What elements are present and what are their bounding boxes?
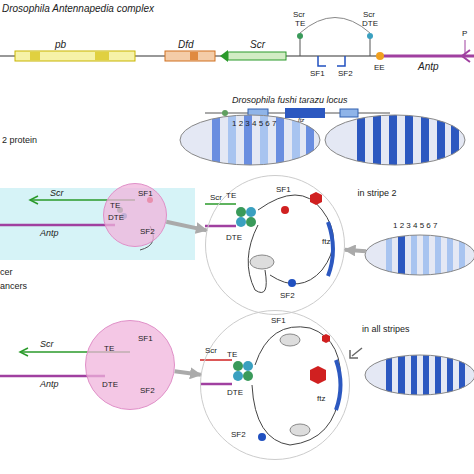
text-label: EE [374, 64, 385, 72]
node-shape: TE DTE SF1SF2 [103, 183, 167, 247]
node-text: SF2 [140, 228, 155, 236]
node-text: DTE [108, 214, 124, 222]
edge-label: in stripe 2 [357, 189, 396, 198]
text-label: 2 protein [2, 136, 37, 145]
text-label: in all stripes [362, 325, 410, 334]
text-label: SF1 [310, 70, 325, 78]
node-text: TE [226, 192, 236, 200]
node-text: TE [227, 351, 237, 359]
node-text: DTE [227, 389, 243, 397]
text-label: Scr [50, 189, 64, 198]
node-text: SF2 [280, 292, 295, 300]
node-text: Scr [210, 194, 222, 202]
node-shape: ScrTE DTE SF1SF2 ftz [200, 310, 350, 460]
node-text: TE [104, 345, 114, 353]
node-text: SF1 [138, 335, 153, 343]
text-label: Antp [40, 380, 59, 389]
node-shape: TE DTE SF1SF2 [85, 320, 175, 410]
text-label: P [462, 30, 467, 38]
text-label: ftz [298, 117, 304, 123]
text-label: Drosophila fushi tarazu locus [232, 96, 348, 105]
node-text: DTE [226, 234, 242, 242]
node-text: SF1 [276, 186, 291, 194]
text-label: SF2 [338, 70, 353, 78]
node-text: DTE [102, 381, 118, 389]
node-text: ftz [317, 395, 325, 403]
text-label: Drosophila Antennapedia complex [2, 4, 154, 14]
node-text: SF2 [140, 387, 155, 395]
text-label: ancers [0, 282, 27, 291]
node-text: 1 2 3 4 5 6 7 [393, 222, 437, 230]
text-label: TE [295, 20, 305, 28]
text-label: Scr [40, 340, 54, 349]
node-shape: 1 2 3 4 5 6 7 [365, 235, 474, 275]
text-label: cer [0, 268, 13, 277]
text-label: Scr [363, 11, 375, 19]
text-label: Scr [293, 11, 305, 19]
text-label: Antp [40, 229, 59, 238]
connector-arrow [175, 371, 201, 375]
connector-arrow [345, 250, 366, 251]
text-label: DTE [362, 20, 378, 28]
node-shape: Scr TE DTE SF1SF2 ftz [205, 175, 345, 315]
node-text: SF1 [138, 190, 153, 198]
node-text: Scr [205, 347, 217, 355]
node-text: SF1 [271, 317, 286, 325]
node-text: TE [110, 202, 120, 210]
node-text: 1 2 3 4 5 6 7 [232, 120, 276, 128]
text-label: Antp [418, 62, 439, 72]
node-text: SF2 [231, 431, 246, 439]
node-text: ftz [322, 238, 330, 246]
text-label: pb [55, 40, 66, 50]
text-label: Scr [250, 40, 265, 50]
connector-arrow [166, 222, 206, 231]
text-label: Dfd [178, 40, 194, 50]
